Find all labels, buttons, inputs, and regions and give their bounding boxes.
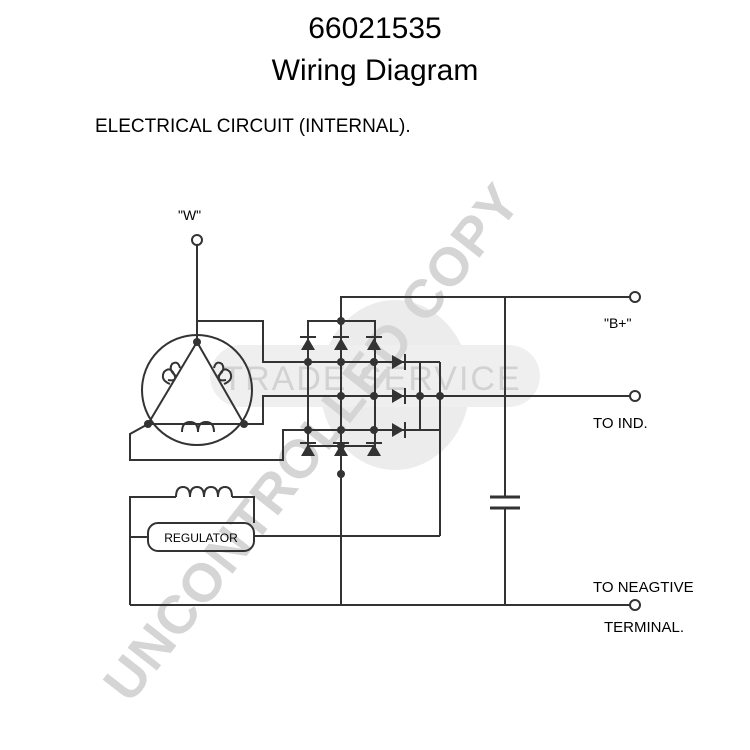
page-title: Wiring Diagram [271, 54, 479, 87]
watermark: TRADE SERVICE UNCONTROLLED COPY [92, 173, 540, 712]
to-negative-label: TO NEAGTIVE [593, 579, 694, 596]
b-plus-terminal [629, 291, 641, 303]
w-terminal [191, 234, 203, 246]
ind-terminal [629, 390, 641, 402]
field-coil [175, 485, 233, 498]
stator-circle [141, 334, 253, 446]
b-plus-label: "B+" [604, 315, 631, 331]
part-number: 66021535 [308, 12, 442, 45]
w-terminal-label: "W" [178, 207, 201, 223]
terminal-label: TERMINAL. [604, 619, 684, 636]
junction-dots [144, 317, 444, 478]
coil-bottom [181, 420, 215, 433]
ground-terminal [629, 599, 641, 611]
coil-right [213, 361, 233, 385]
circuit-subtitle: ELECTRICAL CIRCUIT (INTERNAL). [95, 116, 411, 137]
coil-left [161, 361, 181, 385]
regulator-label: REGULATOR [164, 531, 238, 545]
to-ind-label: TO IND. [593, 415, 648, 432]
watermark-center-text: TRADE SERVICE [222, 360, 521, 398]
circuit-lines [129, 244, 630, 606]
